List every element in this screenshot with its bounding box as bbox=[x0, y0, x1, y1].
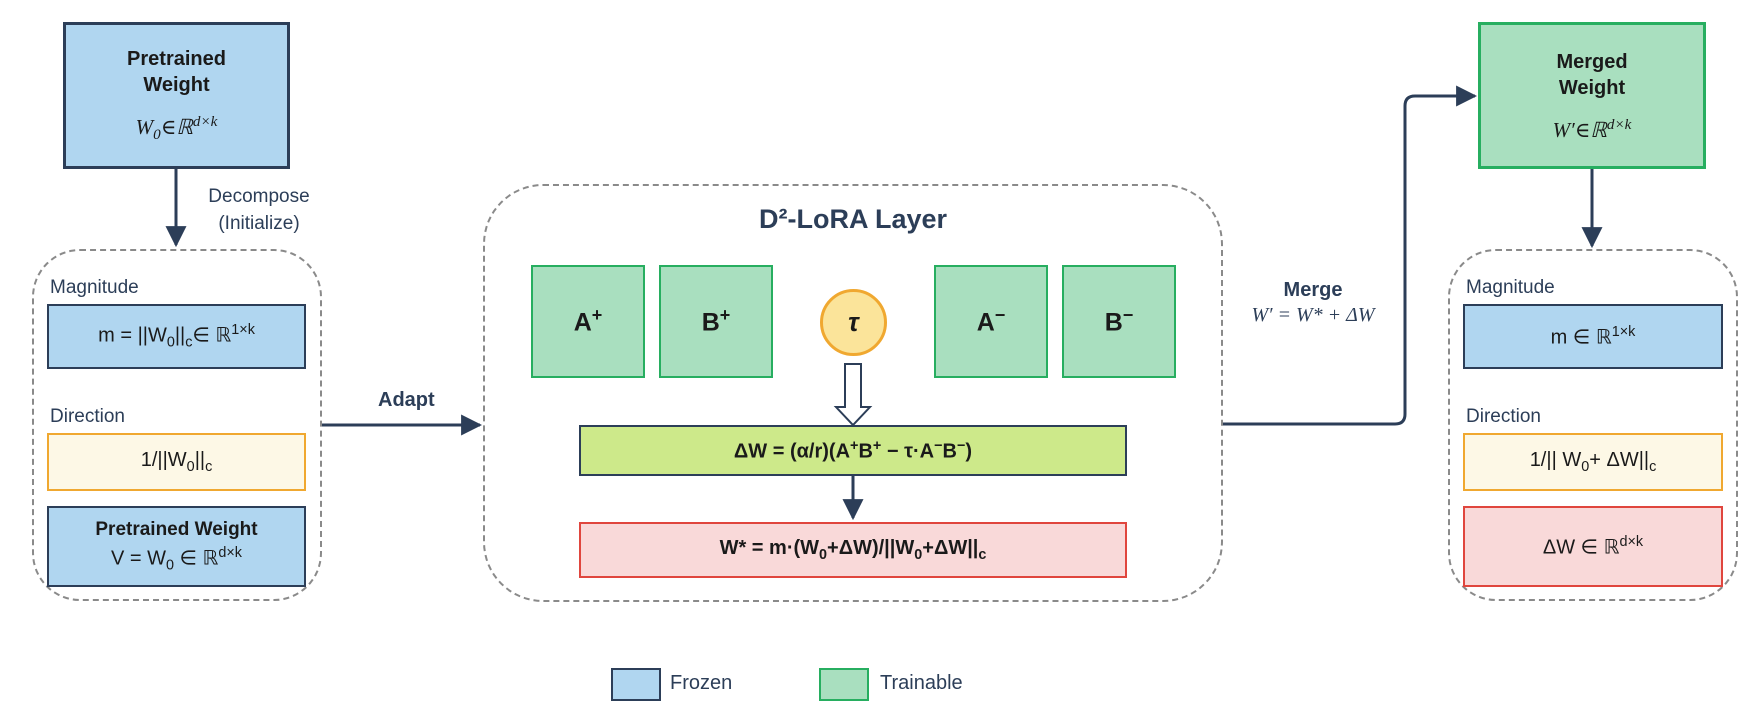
left-pretrained-v-box: Pretrained Weight V = W0 ∈ ℝd×k bbox=[47, 506, 306, 587]
left-magnitude-box: m = ||W0||c∈ ℝ1×k bbox=[47, 304, 306, 369]
tau-hollow-arrow bbox=[833, 363, 873, 427]
legend-frozen-swatch bbox=[611, 668, 661, 701]
a-plus-matrix: A+ bbox=[531, 265, 645, 378]
right-delta-w-box: ΔW ∈ ℝd×k bbox=[1463, 506, 1723, 587]
adapt-label: Adapt bbox=[378, 389, 435, 411]
left-magnitude-label: Magnitude bbox=[50, 277, 139, 298]
decompose-label: Decompose(Initialize) bbox=[208, 186, 310, 234]
b-minus-matrix: B− bbox=[1062, 265, 1176, 378]
b-plus-matrix: B+ bbox=[659, 265, 773, 378]
merge-label: Merge W′ = W* + ΔW bbox=[1251, 279, 1375, 326]
tau-node: τ bbox=[820, 289, 887, 356]
left-direction-box: 1/||W0||c bbox=[47, 433, 306, 491]
right-magnitude-label: Magnitude bbox=[1466, 277, 1555, 298]
right-direction-label: Direction bbox=[1466, 406, 1541, 427]
right-direction-box: 1/|| W0+ ΔW||c bbox=[1463, 433, 1723, 491]
left-direction-label: Direction bbox=[50, 406, 125, 427]
a-minus-matrix: A− bbox=[934, 265, 1048, 378]
d2-lora-layer-panel bbox=[483, 184, 1223, 602]
d2-lora-layer-title: D²-LoRA Layer bbox=[758, 204, 947, 234]
left-decomposition-panel bbox=[32, 249, 322, 601]
legend-frozen-label: Frozen bbox=[670, 672, 733, 694]
right-merged-panel bbox=[1448, 249, 1738, 601]
pretrained-weight-formula: W0∈ℝd×k bbox=[135, 114, 218, 144]
delta-w-formula-box: ΔW = (α/r)(A+B+ − τ·A−B−) bbox=[579, 425, 1127, 476]
merged-weight-formula: W′∈ℝd×k bbox=[1552, 116, 1632, 142]
legend-trainable-swatch bbox=[819, 668, 869, 701]
right-magnitude-box: m ∈ ℝ1×k bbox=[1463, 304, 1723, 369]
legend-trainable-label: Trainable bbox=[880, 672, 963, 694]
merge-arrow bbox=[1222, 85, 1478, 426]
w-star-formula-box: W* = m·(W0+ΔW)/||W0+ΔW||c bbox=[579, 522, 1127, 578]
